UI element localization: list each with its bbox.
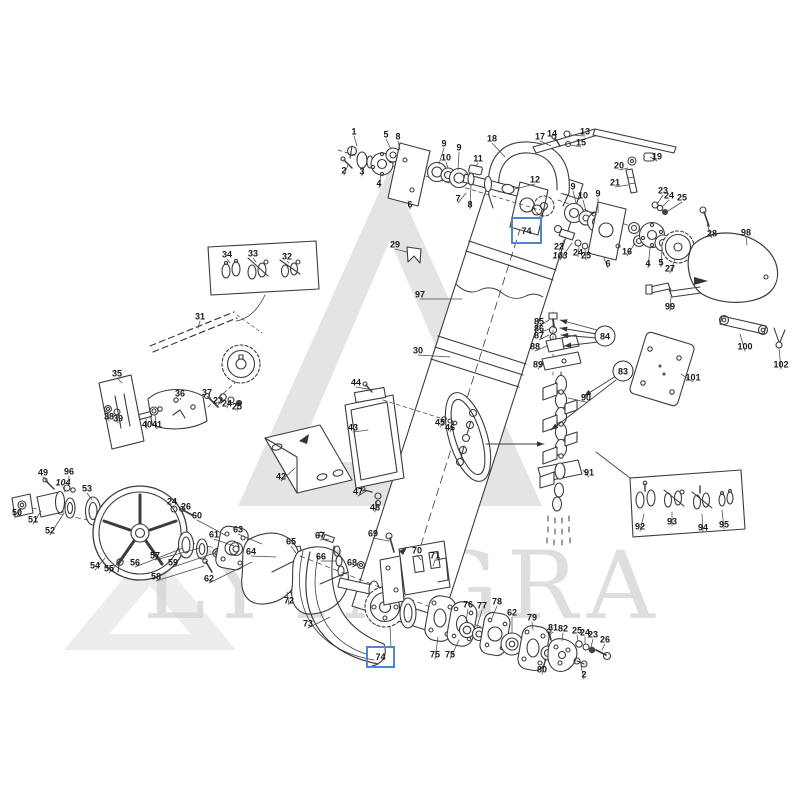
chain-link-inset-box-drawing	[207, 240, 320, 322]
leader-lines	[16, 134, 782, 680]
paddle-chain-drawing	[537, 311, 583, 546]
chain-cover-drawing	[645, 232, 786, 349]
backing-plate-drawing	[629, 331, 695, 407]
access-door-and-bracket-drawing	[264, 381, 458, 507]
callout-arrows	[485, 319, 617, 447]
upper-left-drive-cluster-drawing	[337, 142, 541, 211]
main-tube-drawing	[351, 155, 584, 635]
intake-hood-drawing	[487, 128, 677, 236]
paddle-link-inset-box-drawing	[595, 451, 746, 538]
upper-right-drive-cluster-drawing	[553, 199, 710, 264]
clip-29-drawing	[406, 246, 422, 264]
drive-chain-and-sprocket-drawing	[98, 311, 263, 450]
mount-bracket-drawing	[318, 531, 451, 606]
auger-and-boot-drawing	[241, 532, 612, 672]
